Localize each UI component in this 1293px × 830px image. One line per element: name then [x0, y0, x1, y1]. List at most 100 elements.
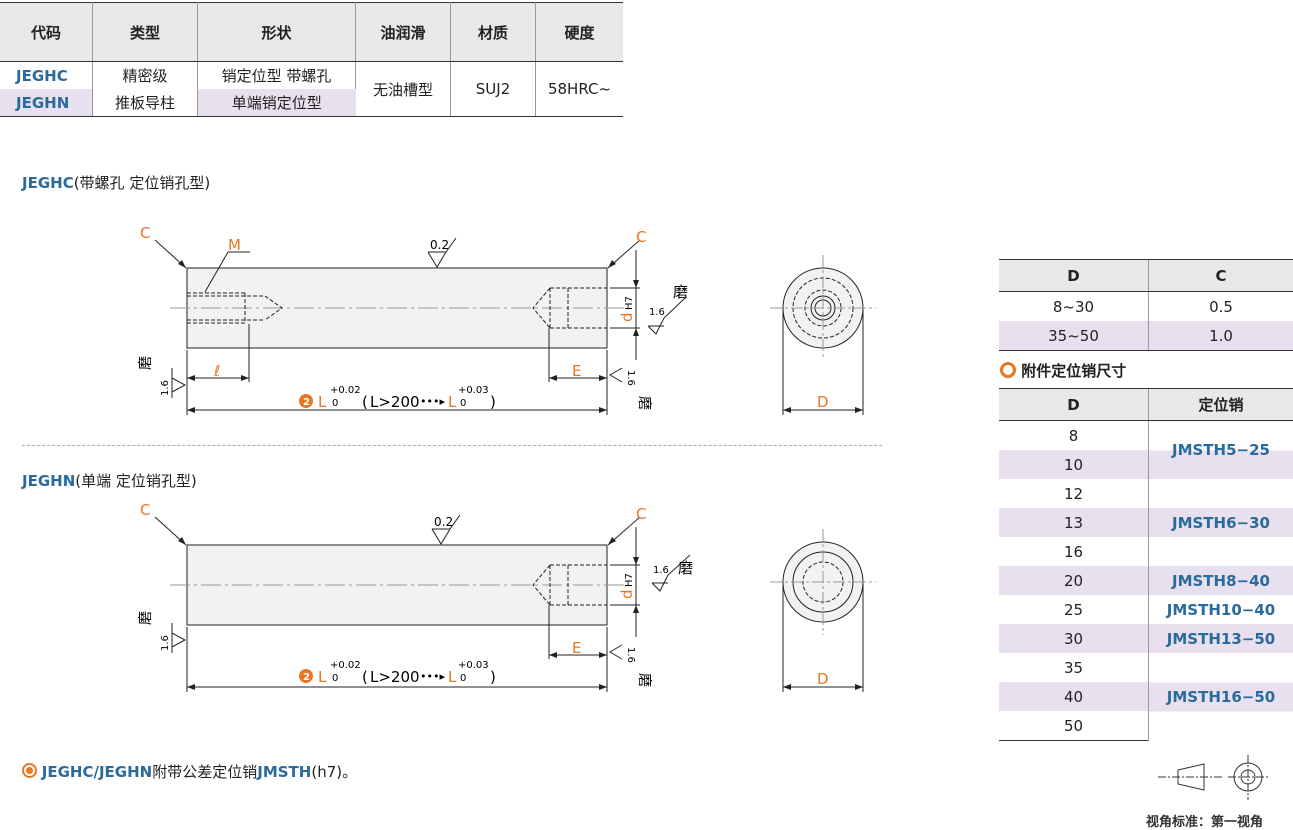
e-label: E — [572, 639, 581, 657]
pin-d-value: 16 — [1063, 542, 1084, 561]
outer-dia-label: D — [817, 670, 829, 688]
spec-table: 代码 类型 形状 油润滑 材质 硬度 JEGHC 精密级 销定位型 带螺孔 无油… — [0, 2, 623, 117]
grind-label: 磨 — [636, 673, 652, 687]
roughness-label: 1.6 — [625, 647, 636, 663]
chamfer-label: C — [636, 228, 646, 246]
pin-d-value: 25 — [1063, 600, 1084, 619]
tol-lower: 0 — [332, 398, 338, 409]
chamfer-label: C — [636, 505, 646, 523]
pin-d-value: 13 — [1063, 513, 1084, 532]
type-line-2: 推板导柱 — [92, 89, 198, 117]
pin-d-value: 12 — [1063, 484, 1084, 503]
tol-upper: +0.02 — [330, 385, 361, 396]
c-value: 0.5 — [1148, 291, 1293, 321]
pin-model[interactable]: JMSTH8−40 — [1148, 566, 1293, 595]
section-title-jeghn: JEGHN(单端 定位销孔型) — [22, 470, 197, 491]
pin-model[interactable]: JMSTH16−50 — [1148, 653, 1293, 741]
drawing-jeghc: C C M 0.2 磨 1.6 d H7 ℓ E 磨 1.6 1.6 磨 2 L… — [138, 224, 876, 415]
hole-dia-label: d — [618, 589, 636, 599]
header-d: D — [999, 259, 1149, 292]
grind-label: 磨 — [673, 283, 688, 301]
first-angle-projection-icon — [1158, 755, 1268, 800]
header-shape: 形状 — [197, 2, 356, 62]
code-jeghc[interactable]: JEGHC — [0, 61, 93, 89]
header-code: 代码 — [0, 2, 93, 62]
footnote-suffix: (h7)。 — [311, 763, 358, 781]
tol-lower: 0 — [460, 673, 466, 684]
section-divider — [22, 445, 882, 446]
pin-d-value: 20 — [1063, 571, 1084, 590]
arrow-dots-icon: •••▸ — [420, 395, 445, 408]
tolerance-label: H7 — [624, 296, 635, 310]
material-value: SUJ2 — [450, 61, 536, 117]
header-d: D — [999, 388, 1149, 421]
length-label: L — [448, 393, 457, 411]
note-circle-icon — [299, 394, 313, 408]
length-label: L — [318, 393, 327, 411]
tol-upper: +0.02 — [330, 660, 361, 671]
tol-lower: 0 — [332, 673, 338, 684]
pin-d-value: 30 — [1063, 629, 1084, 648]
pin-section-title: 附件定位销尺寸 — [1000, 360, 1126, 381]
lubrication-value: 无油槽型 — [355, 61, 451, 117]
pin-d-value: 40 — [1063, 687, 1084, 706]
length-label: L — [448, 668, 457, 686]
pin-model[interactable]: JMSTH5−25 — [1148, 420, 1293, 479]
section-code[interactable]: JEGHN — [22, 472, 76, 490]
section-title-jeghc: JEGHC(带螺孔 定位销孔型) — [22, 172, 210, 193]
grind-label: 磨 — [678, 559, 693, 577]
pin-model[interactable]: JMSTH6−30 — [1148, 479, 1293, 566]
footnote-pin[interactable]: JMSTH — [257, 763, 312, 781]
paren-close: ) — [490, 668, 496, 686]
note-number: 2 — [303, 397, 310, 408]
tol-lower: 0 — [460, 398, 466, 409]
arrow-dots-icon: •••▸ — [420, 670, 445, 683]
ring-icon — [1000, 362, 1016, 378]
tolerance-label: H7 — [624, 573, 635, 587]
pin-d-value: 35 — [1063, 658, 1084, 677]
outer-dia-label: D — [817, 393, 829, 411]
tol-upper: +0.03 — [458, 385, 489, 396]
section-code[interactable]: JEGHC — [22, 174, 74, 192]
section-desc: (带螺孔 定位销孔型) — [73, 174, 211, 192]
pin-model[interactable]: JMSTH13−50 — [1148, 624, 1293, 653]
e-label: E — [572, 362, 581, 380]
roughness-label: 1.6 — [649, 307, 665, 318]
depth-label: ℓ — [213, 362, 220, 380]
pin-d-value: 50 — [999, 711, 1149, 741]
note-number: 2 — [303, 672, 310, 683]
c-d-value: 35~50 — [999, 321, 1149, 351]
chamfer-label: C — [140, 224, 150, 242]
code-jeghn[interactable]: JEGHN — [0, 89, 93, 117]
paren-open: ( — [362, 393, 368, 411]
grind-label: 磨 — [138, 356, 154, 370]
header-pin: 定位销 — [1148, 388, 1293, 421]
view-standard: 视角标准：第一视角 — [1146, 815, 1264, 830]
c-value: 1.0 — [1148, 321, 1293, 351]
paren-open: ( — [362, 668, 368, 686]
pin-model[interactable]: JMSTH10−40 — [1148, 595, 1293, 624]
shape-jeghn: 单端销定位型 — [197, 89, 356, 117]
header-hardness: 硬度 — [535, 2, 623, 62]
roughness-label: 1.6 — [625, 370, 636, 386]
pin-hole — [532, 287, 607, 329]
pin-hole — [532, 564, 607, 606]
roughness-label: 1.6 — [160, 380, 171, 396]
length-label: L — [318, 668, 327, 686]
grind-label: 磨 — [138, 611, 154, 625]
drawing-jeghn: C C 0.2 磨 1.6 d H7 E 磨 1.6 1.6 磨 2 L +0.… — [138, 501, 876, 692]
header-material: 材质 — [450, 2, 536, 62]
note-circle-icon — [299, 669, 313, 683]
roughness-label: 1.6 — [653, 565, 669, 576]
header-lubrication: 油润滑 — [355, 2, 451, 62]
header-type: 类型 — [92, 2, 198, 62]
type-line-1: 精密级 — [92, 61, 198, 89]
footnote-code[interactable]: JEGHC/JEGHN — [41, 763, 153, 781]
pin-d-value: 8 — [1068, 426, 1079, 445]
chamfer-label: C — [140, 501, 150, 519]
bullet-circle-icon — [22, 763, 37, 778]
footnote-text: 附带公差定位销 — [152, 763, 258, 781]
condition-label: L>200 — [370, 668, 420, 686]
c-d-value: 8~30 — [1052, 297, 1095, 316]
